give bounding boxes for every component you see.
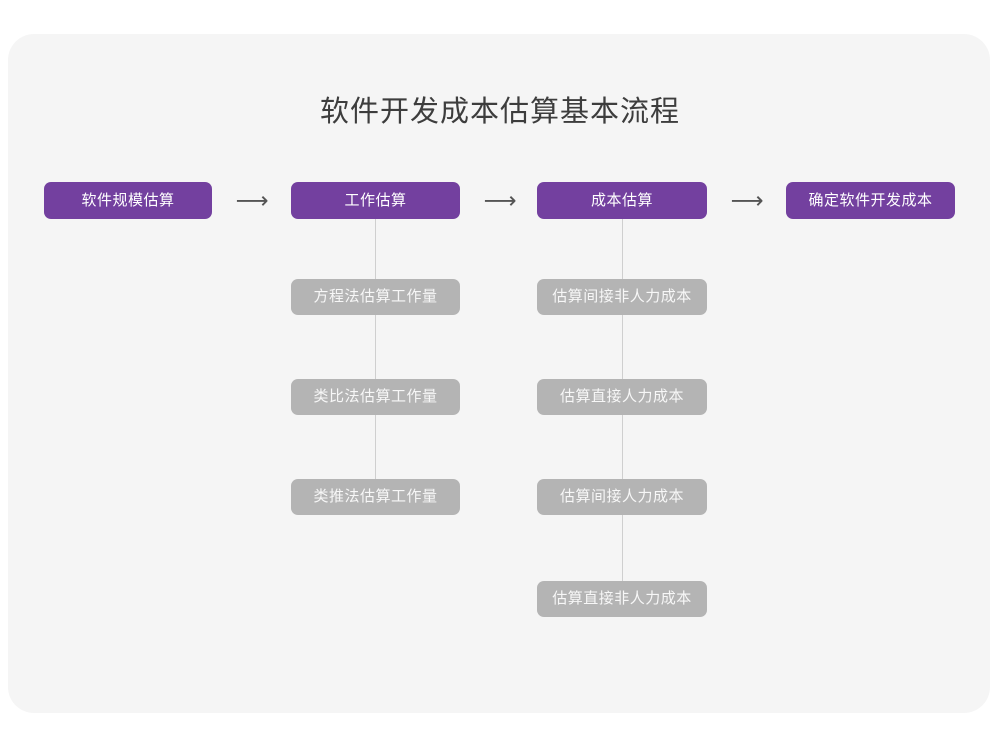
arrow-right-icon: ⟶: [730, 187, 764, 213]
page-title: 软件开发成本估算基本流程: [319, 96, 680, 128]
arrow-right-icon: ⟶: [235, 187, 269, 213]
substep-node-3-4[interactable]: 估算直接非人力成本: [537, 581, 707, 617]
stage-node-3-label: 成本估算: [590, 191, 653, 209]
substep-node-3-1-label: 估算间接非人力成本: [552, 288, 692, 305]
stage-node-3[interactable]: 成本估算: [537, 182, 707, 219]
substep-node-2-3-label: 类推法估算工作量: [313, 488, 438, 505]
stage-node-4[interactable]: 确定软件开发成本: [786, 182, 955, 219]
substep-node-2-1[interactable]: 方程法估算工作量: [291, 279, 460, 315]
stage-node-1-label: 软件规模估算: [81, 191, 175, 209]
flow-arrow-2: ⟶: [470, 187, 530, 214]
stage-node-2[interactable]: 工作估算: [291, 182, 460, 219]
substep-node-3-2[interactable]: 估算直接人力成本: [537, 379, 707, 415]
substep-node-2-1-label: 方程法估算工作量: [313, 288, 438, 305]
substep-node-3-1[interactable]: 估算间接非人力成本: [537, 279, 707, 315]
substep-node-2-2[interactable]: 类比法估算工作量: [291, 379, 460, 415]
substep-node-2-2-label: 类比法估算工作量: [313, 388, 438, 405]
flow-arrow-3: ⟶: [717, 187, 777, 214]
diagram-card: [8, 34, 990, 713]
substep-node-3-2-label: 估算直接人力成本: [559, 388, 684, 405]
stage-node-1[interactable]: 软件规模估算: [44, 182, 212, 219]
substep-node-3-3-label: 估算间接人力成本: [559, 488, 684, 505]
arrow-right-icon: ⟶: [483, 187, 517, 213]
flow-arrow-1: ⟶: [222, 187, 282, 214]
connector-line-stage-2: [375, 219, 376, 515]
connector-line-stage-3: [622, 219, 623, 615]
substep-node-3-3[interactable]: 估算间接人力成本: [537, 479, 707, 515]
stage-node-2-label: 工作估算: [344, 191, 407, 209]
stage-node-4-label: 确定软件开发成本: [808, 191, 933, 209]
substep-node-2-3[interactable]: 类推法估算工作量: [291, 479, 460, 515]
substep-node-3-4-label: 估算直接非人力成本: [552, 590, 692, 607]
